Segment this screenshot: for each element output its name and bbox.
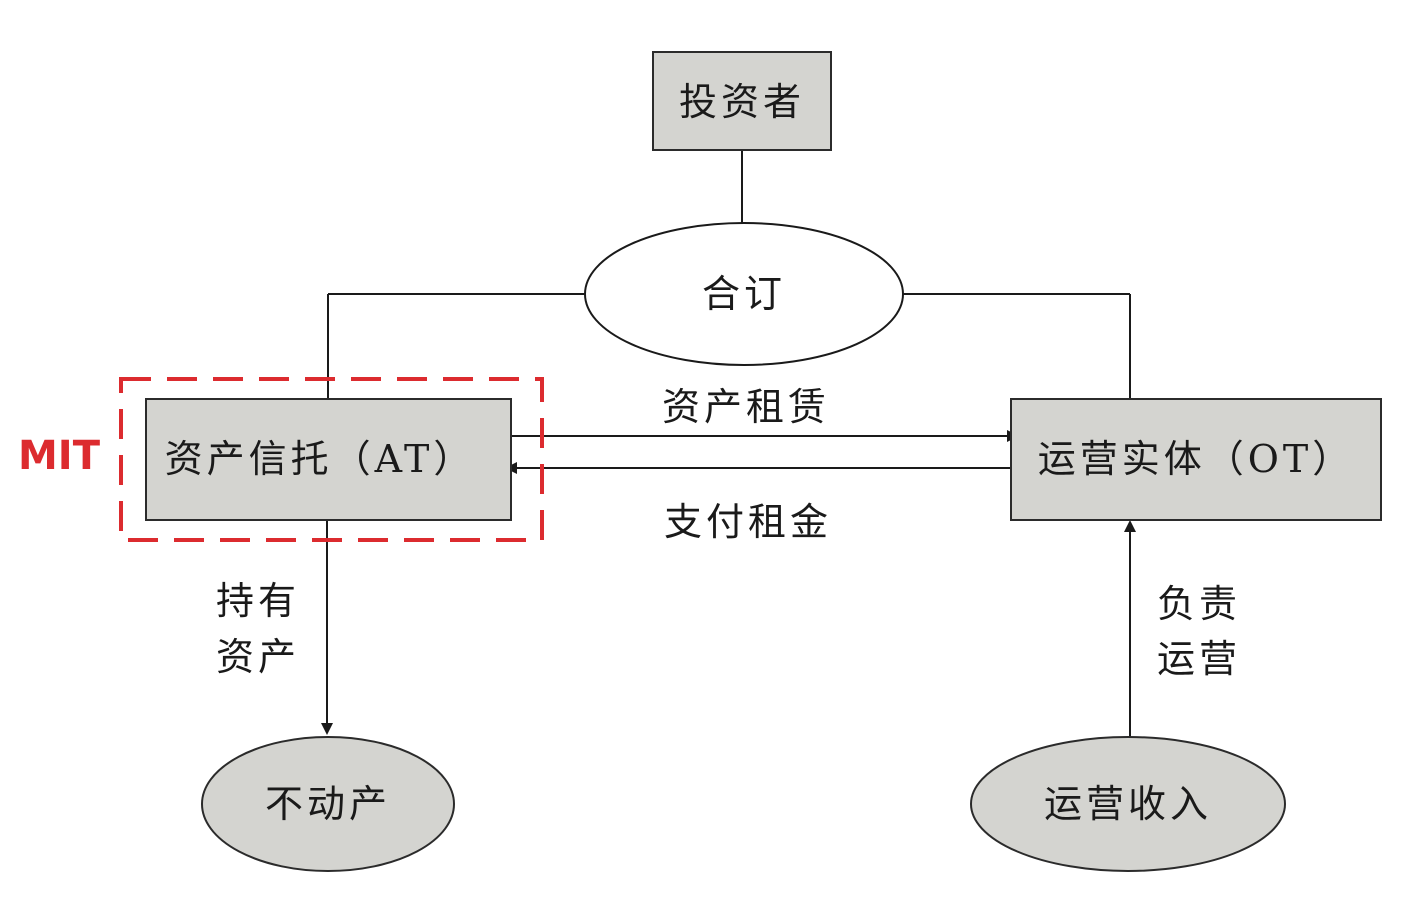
investor-label: 投资者 bbox=[679, 80, 805, 124]
joint-contract-ellipse bbox=[584, 222, 904, 366]
mit-label: MIT bbox=[18, 433, 101, 479]
pay-rent-label: 支付租金 bbox=[664, 500, 832, 544]
responsible-operation-label-line1: 负责 bbox=[1157, 582, 1241, 626]
hold-assets-label-line2: 资产 bbox=[216, 635, 300, 679]
hold-assets-label-line1: 持有 bbox=[216, 579, 300, 623]
operating-income-label: 运营收入 bbox=[1044, 782, 1212, 826]
mit-highlight-frame bbox=[119, 377, 544, 542]
responsible-operation-label-line2: 运营 bbox=[1157, 637, 1241, 681]
asset-trust-box bbox=[145, 398, 512, 521]
investor-box bbox=[652, 51, 832, 151]
asset-lease-label: 资产租赁 bbox=[662, 385, 830, 429]
real-estate-label: 不动产 bbox=[265, 782, 391, 826]
operating-entity-box bbox=[1010, 398, 1382, 521]
operating-entity-label: 运营实体（OT） bbox=[1038, 437, 1355, 481]
real-estate-ellipse bbox=[201, 736, 455, 872]
asset-trust-label: 资产信托（AT） bbox=[165, 437, 476, 481]
joint-contract-label: 合订 bbox=[702, 272, 786, 316]
operating-income-ellipse bbox=[970, 736, 1286, 872]
